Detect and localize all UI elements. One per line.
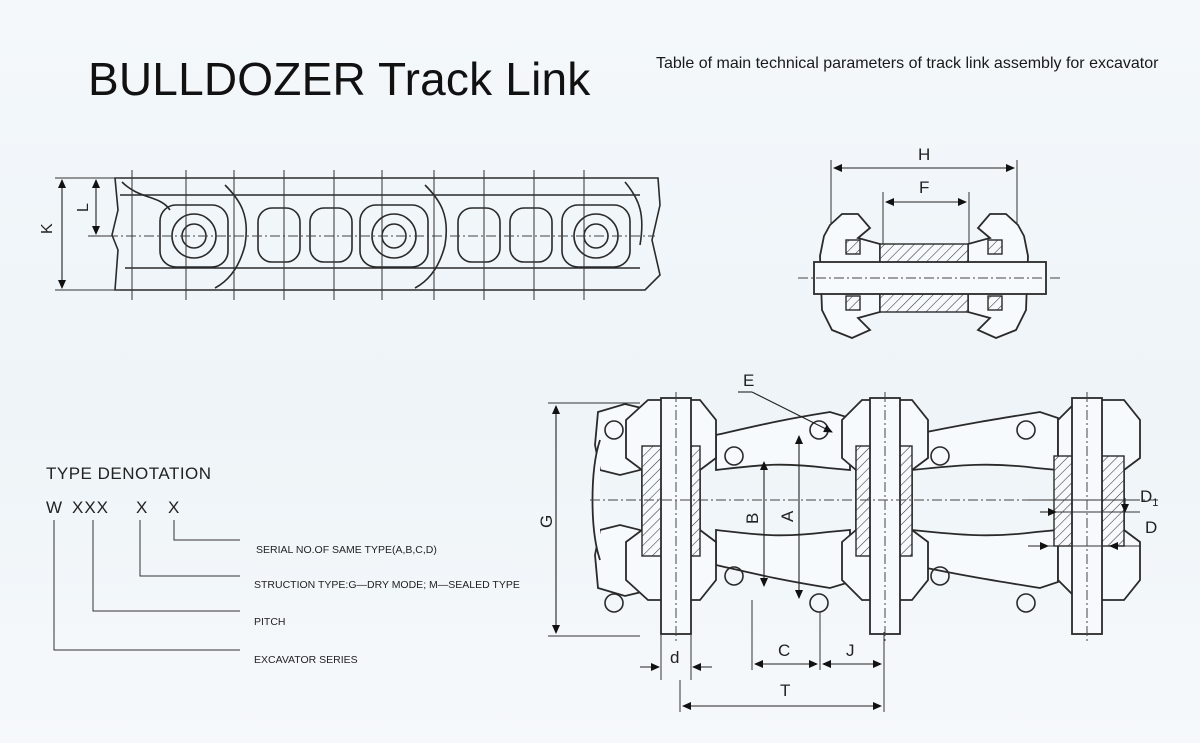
bushing-assembly-3 [1053,392,1141,642]
type-denotation-heading: TYPE DENOTATION [46,464,212,483]
code-xxx: XXX [72,498,109,517]
dim-label-d: d [670,648,679,667]
type-denotation: TYPE DENOTATION W XXX X X SERIAL NO.OF S… [46,464,520,666]
dim-label-D1: D1 [1140,487,1158,509]
dim-label-F: F [919,178,929,197]
dim-label-C: C [778,641,790,660]
denotation-item-series: EXCAVATOR SERIES [254,654,358,666]
dim-label-L: L [75,203,92,212]
section-view-drawing: H F [798,145,1062,339]
denotation-item-struction: STRUCTION TYPE:G—DRY MODE; M—SEALED TYPE [254,579,520,591]
bushing-assembly-2 [841,392,929,642]
dim-label-D: D [1145,518,1157,537]
denotation-item-serial: SERIAL NO.OF SAME TYPE(A,B,C,D) [256,544,437,556]
dim-label-G: G [537,515,556,528]
dim-label-K: K [39,223,56,234]
plan-view-drawing: G B A E D1 D d C J T [537,371,1160,712]
side-view-windows [257,207,553,263]
dim-label-A: A [778,510,797,522]
dim-label-J: J [846,641,855,660]
page-subtitle: Table of main technical parameters of tr… [656,55,1159,72]
code-w: W [46,498,62,517]
dim-label-T: T [780,681,790,700]
dim-label-B: B [743,513,762,524]
page-title: BULLDOZER Track Link [88,53,591,105]
denotation-item-pitch: PITCH [254,616,286,628]
code-x1: X [136,498,147,517]
denotation-leader-lines [53,520,240,651]
dim-label-E: E [743,371,754,390]
dim-label-H: H [918,145,930,164]
side-view-drawing: K L [39,170,661,300]
code-x2: X [168,498,179,517]
bushing-assembly-1 [625,392,717,642]
